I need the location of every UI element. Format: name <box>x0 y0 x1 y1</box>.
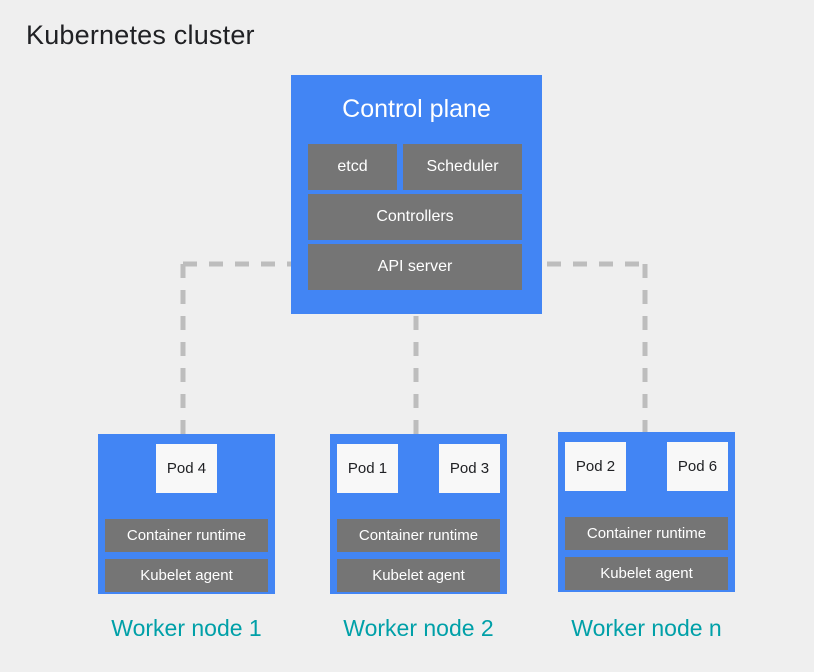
pod-box: Pod 1 <box>337 444 398 493</box>
worker-node-n-label: Worker node n <box>571 615 722 641</box>
worker-node-n-box: Pod 2 Pod 6 Container runtime Kubelet ag… <box>558 432 735 592</box>
kubelet-agent-strip: Kubelet agent <box>337 559 500 592</box>
worker-node-1-box: Pod 4 Container runtime Kubelet agent <box>98 434 275 594</box>
worker-node-2-label: Worker node 2 <box>343 615 494 641</box>
page-title: Kubernetes cluster <box>26 20 255 50</box>
container-runtime-strip: Container runtime <box>565 517 728 550</box>
pod-box: Pod 3 <box>439 444 500 493</box>
pod-box: Pod 4 <box>156 444 217 493</box>
worker-node-1-label: Worker node 1 <box>111 615 262 641</box>
control-plane-component-controllers: Controllers <box>308 194 522 240</box>
control-plane-component-etcd: etcd <box>308 144 397 190</box>
pod-box: Pod 2 <box>565 442 626 491</box>
control-plane-box: Control plane etcd Scheduler Controllers… <box>291 75 542 314</box>
kubelet-agent-strip: Kubelet agent <box>565 557 728 590</box>
control-plane-title: Control plane <box>342 95 491 123</box>
container-runtime-strip: Container runtime <box>337 519 500 552</box>
container-runtime-strip: Container runtime <box>105 519 268 552</box>
worker-node-2-box: Pod 1 Pod 3 Container runtime Kubelet ag… <box>330 434 507 594</box>
control-plane-component-scheduler: Scheduler <box>403 144 522 190</box>
kubelet-agent-strip: Kubelet agent <box>105 559 268 592</box>
control-plane-component-api-server: API server <box>308 244 522 290</box>
pod-box: Pod 6 <box>667 442 728 491</box>
